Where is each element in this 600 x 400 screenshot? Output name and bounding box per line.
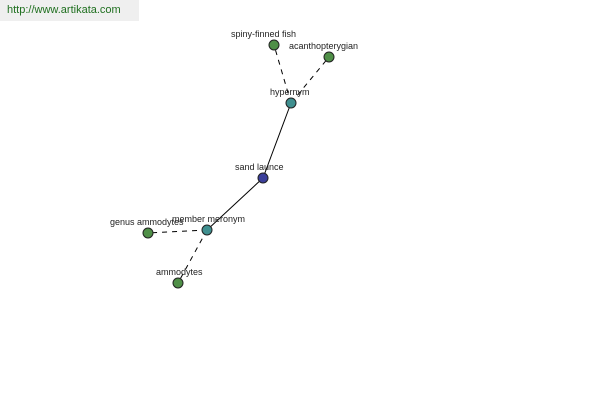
edge-sand-launce-member-meronym: [206, 177, 264, 231]
label-spiny-finned-fish: spiny-finned fish: [231, 29, 296, 39]
edge-member-meronym-genus-ammodytes: [147, 229, 208, 234]
graph-edges: [147, 44, 330, 284]
label-sand-launce: sand launce: [235, 162, 284, 172]
label-hypernym: hypernym: [270, 87, 310, 97]
label-member-meronym: member meronym: [172, 214, 245, 224]
node-genus-ammodytes[interactable]: [142, 227, 154, 239]
node-sand-launce[interactable]: [257, 172, 269, 184]
label-genus-ammodytes: genus ammodytes: [110, 217, 184, 227]
label-ammodytes: ammodytes: [156, 267, 203, 277]
node-member-meronym[interactable]: [201, 224, 213, 236]
node-spiny-finned-fish[interactable]: [268, 39, 280, 51]
node-ammodytes[interactable]: [172, 277, 184, 289]
graph-nodes: sand launce hypernym member meronym spin…: [110, 29, 358, 289]
edge-sand-launce-hypernym: [262, 102, 292, 179]
site-link[interactable]: http://www.artikata.com: [7, 4, 121, 16]
node-hypernym[interactable]: [285, 97, 297, 109]
node-acanthopterygian[interactable]: [323, 51, 335, 63]
edge-member-meronym-ammodytes: [177, 229, 208, 284]
site-banner: http://www.artikata.com: [0, 0, 139, 21]
edge-hypernym-spiny-finned-fish: [273, 44, 292, 104]
label-acanthopterygian: acanthopterygian: [289, 41, 358, 51]
